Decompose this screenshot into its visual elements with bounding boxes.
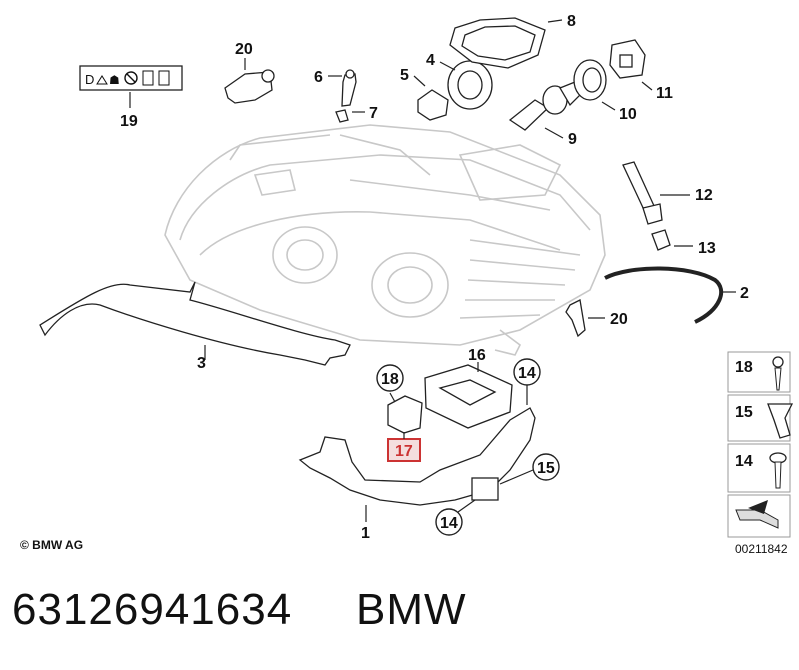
part-trim-strip (39, 281, 351, 366)
brand-name: BMW (356, 585, 467, 634)
legend-bolt (727, 443, 791, 493)
callout-2: 2 (740, 285, 749, 302)
callout-18: 18 (381, 371, 399, 388)
callout-10: 10 (619, 106, 637, 123)
legend-screw (727, 351, 791, 393)
callout-15: 15 (537, 460, 555, 477)
callout-3: 3 (197, 355, 206, 372)
callout-11: 11 (656, 85, 673, 102)
part-bulb-6-7 (328, 69, 365, 123)
svg-text:D: D (85, 72, 94, 87)
part-number: 63126941634 (12, 585, 293, 634)
callout-14-upper: 14 (518, 365, 536, 382)
diagram-number: 00211842 (735, 542, 788, 556)
part-bracket (298, 407, 536, 522)
part-xenon-bulb (508, 81, 581, 139)
callout-17: 17 (395, 443, 413, 460)
callout-7: 7 (369, 105, 378, 122)
callout-14-lower: 14 (440, 515, 458, 532)
legend-arrow-box (727, 494, 791, 538)
part-connector (609, 39, 653, 91)
part-locking-ring (573, 59, 616, 111)
callout-12: 12 (695, 187, 713, 204)
callout-6: 6 (314, 69, 323, 86)
copyright-text: © BMW AG (20, 538, 84, 552)
callout-20-top: 20 (235, 41, 253, 58)
callout-4: 4 (426, 52, 435, 69)
legend-label-14: 14 (735, 453, 753, 470)
svg-text:☗: ☗ (109, 73, 120, 87)
parts-diagram: D ☗ (39, 13, 794, 542)
callout-16: 16 (468, 347, 486, 364)
callout-20-right: 20 (610, 311, 628, 328)
callout-9: 9 (568, 131, 577, 148)
callout-5: 5 (400, 67, 409, 84)
part-warning-label: D ☗ (79, 65, 183, 108)
callout-13: 13 (698, 240, 716, 257)
legend-label-18: 18 (735, 359, 753, 376)
part-clip-20b (565, 299, 605, 338)
part-cable (604, 266, 736, 324)
part-bulb-socket-4-5 (413, 60, 493, 121)
callout-19: 19 (120, 113, 138, 130)
part-clip-20a (224, 58, 275, 104)
part-gasket-cover (449, 17, 563, 69)
legend-label-15: 15 (735, 404, 753, 421)
part-bulb-12-13 (622, 161, 693, 251)
callouts: 1 2 3 4 5 6 7 8 9 10 11 12 13 14 14 15 1… (120, 13, 753, 542)
callout-8: 8 (567, 13, 576, 30)
part-igniter-module (387, 392, 423, 434)
headlight-housing-outline (164, 124, 606, 356)
legend-clip-nut (727, 394, 794, 442)
part-control-unit (424, 362, 513, 429)
callout-1: 1 (361, 525, 370, 542)
